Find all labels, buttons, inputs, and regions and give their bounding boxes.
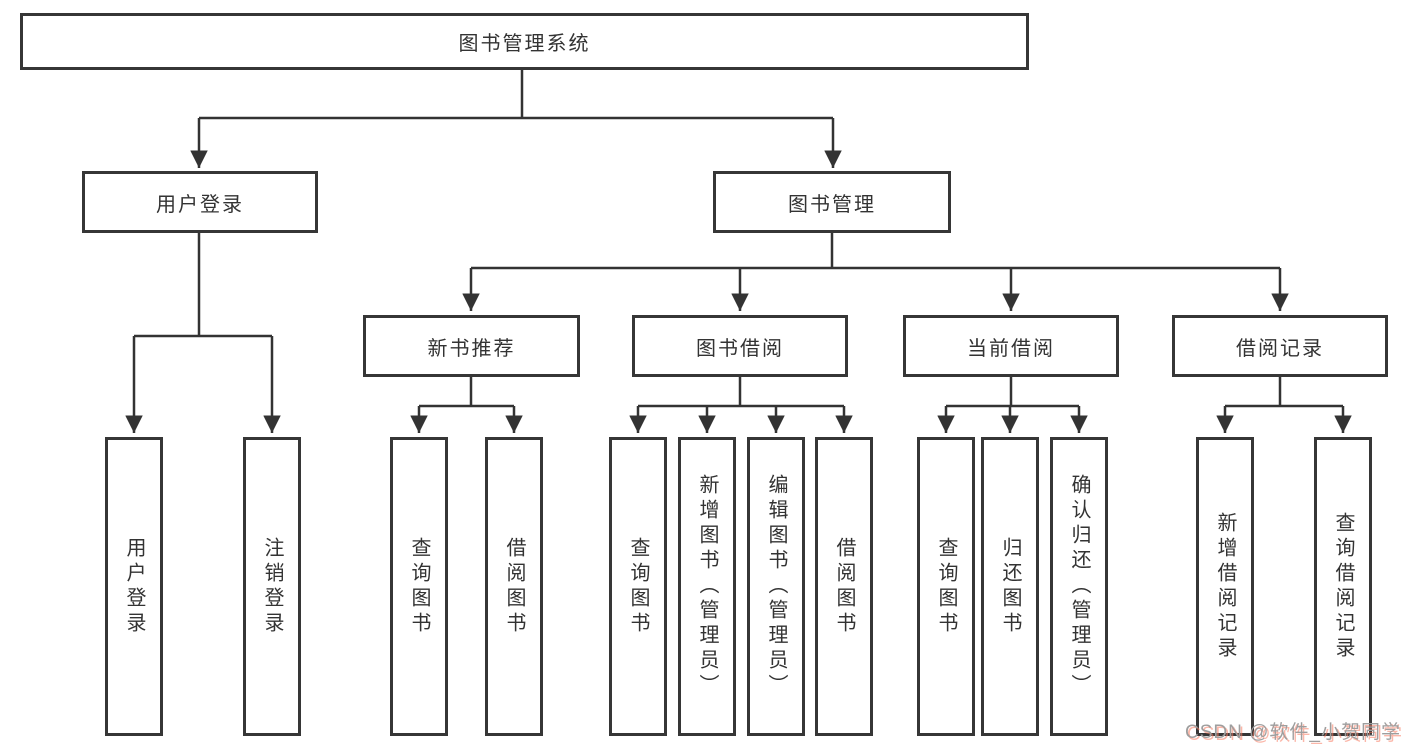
node-book-management: 图书管理 [713,171,951,233]
leaf-edit-books-admin: 编辑图书（管理员） [747,437,805,736]
leaf-query-borrow-record-label: 查询借阅记录 [1332,511,1354,662]
leaf-return-books: 归还图书 [981,437,1039,736]
leaf-add-books-admin: 新增图书（管理员） [678,437,736,736]
leaf-current-query-books-label: 查询图书 [935,536,957,637]
node-borrowing-records: 借阅记录 [1172,315,1388,377]
leaf-return-books-label: 归还图书 [999,536,1021,637]
leaf-user-login-label: 用户登录 [123,536,145,637]
leaf-confirm-return-admin: 确认归还（管理员） [1050,437,1108,736]
leaf-add-borrow-record-label: 新增借阅记录 [1214,511,1236,662]
leaf-current-query-books: 查询图书 [917,437,975,736]
node-root-library-system: 图书管理系统 [20,13,1029,70]
leaf-borrowing-borrow-books-label: 借阅图书 [833,536,855,637]
node-current-borrowing: 当前借阅 [903,315,1119,377]
leaf-edit-books-admin-label: 编辑图书（管理员） [765,474,787,699]
leaf-logout-label: 注销登录 [261,536,283,637]
leaf-recommend-query-books: 查询图书 [390,437,448,736]
leaf-add-borrow-record: 新增借阅记录 [1196,437,1254,736]
leaf-add-books-admin-label: 新增图书（管理员） [696,474,718,699]
leaf-recommend-borrow-books-label: 借阅图书 [503,536,525,637]
leaf-query-borrow-record: 查询借阅记录 [1314,437,1372,736]
leaf-borrowing-borrow-books: 借阅图书 [815,437,873,736]
leaf-confirm-return-admin-label: 确认归还（管理员） [1068,474,1090,699]
leaf-user-login: 用户登录 [105,437,163,736]
leaf-logout: 注销登录 [243,437,301,736]
node-user-login: 用户登录 [82,171,318,233]
node-new-book-recommendation: 新书推荐 [363,315,580,377]
leaf-recommend-borrow-books: 借阅图书 [485,437,543,736]
leaf-borrowing-query-books: 查询图书 [609,437,667,736]
node-book-borrowing: 图书借阅 [632,315,848,377]
leaf-borrowing-query-books-label: 查询图书 [627,536,649,637]
leaf-recommend-query-books-label: 查询图书 [408,536,430,637]
csdn-watermark: CSDN @软件_小贺同学 [1185,722,1401,743]
